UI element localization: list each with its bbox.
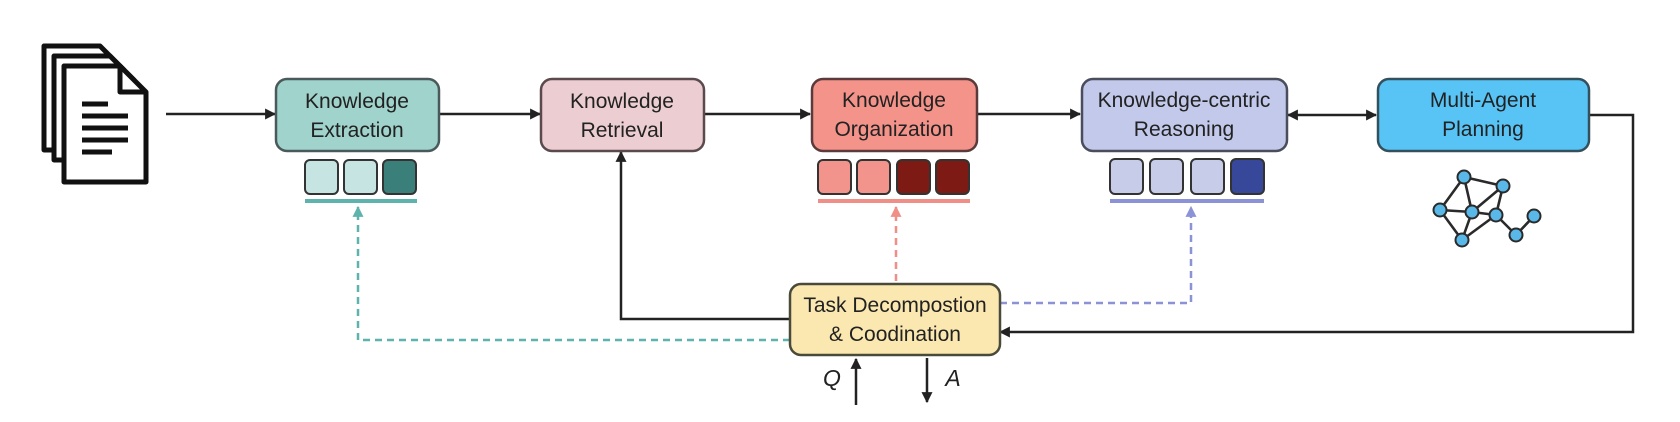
reasoning-block-1: [1109, 158, 1144, 195]
organization-block-2: [856, 159, 891, 195]
reasoning-memory-blocks: [1109, 158, 1265, 203]
organization-memory-blocks: [817, 159, 970, 203]
dashed-arrow-to-reasoning: [1000, 205, 1197, 305]
dashed-arrow-to-extraction: [352, 205, 790, 342]
coordination-label-line2: & Coodination: [829, 323, 961, 346]
node-knowledge-extraction: Knowledge Extraction: [274, 77, 441, 153]
arrow-coordination-to-retrieval: [615, 150, 790, 321]
retrieval-label-line1: Knowledge: [570, 90, 674, 113]
extraction-block-3: [382, 159, 417, 195]
answer-label: A: [943, 365, 960, 391]
extraction-label-line1: Knowledge: [305, 90, 409, 113]
graph-network-icon: [1432, 169, 1542, 248]
reasoning-block-4: [1230, 158, 1265, 195]
extraction-memory-blocks: [304, 159, 417, 203]
extraction-block-2: [343, 159, 378, 195]
reasoning-label-line1: Knowledge-centric: [1098, 89, 1271, 112]
organization-label-line2: Organization: [834, 118, 953, 141]
retrieval-label-line2: Retrieval: [581, 119, 664, 142]
node-knowledge-organization: Knowledge Organization: [810, 77, 979, 153]
query-label: Q: [823, 365, 841, 391]
node-knowledge-centric-reasoning: Knowledge-centric Reasoning: [1080, 77, 1289, 153]
organization-block-3: [896, 159, 931, 195]
reasoning-block-3: [1190, 158, 1225, 195]
reasoning-label-line2: Reasoning: [1134, 118, 1234, 141]
extraction-label-line2: Extraction: [310, 119, 403, 142]
reasoning-block-2: [1149, 158, 1184, 195]
organization-block-1: [817, 159, 852, 195]
extraction-block-1: [304, 159, 339, 195]
planning-label-line1: Multi-Agent: [1430, 89, 1536, 112]
node-knowledge-retrieval: Knowledge Retrieval: [539, 77, 706, 153]
document-stack-icon: [41, 43, 149, 185]
planning-label-line2: Planning: [1442, 118, 1524, 141]
organization-label-line1: Knowledge: [842, 89, 946, 112]
node-task-decomposition: Task Decompostion & Coodination: [788, 282, 1002, 357]
organization-block-4: [935, 159, 970, 195]
coordination-label-line1: Task Decompostion: [803, 294, 986, 317]
node-multi-agent-planning: Multi-Agent Planning: [1376, 77, 1591, 153]
arrow-planning-to-coordination: [998, 113, 1635, 338]
